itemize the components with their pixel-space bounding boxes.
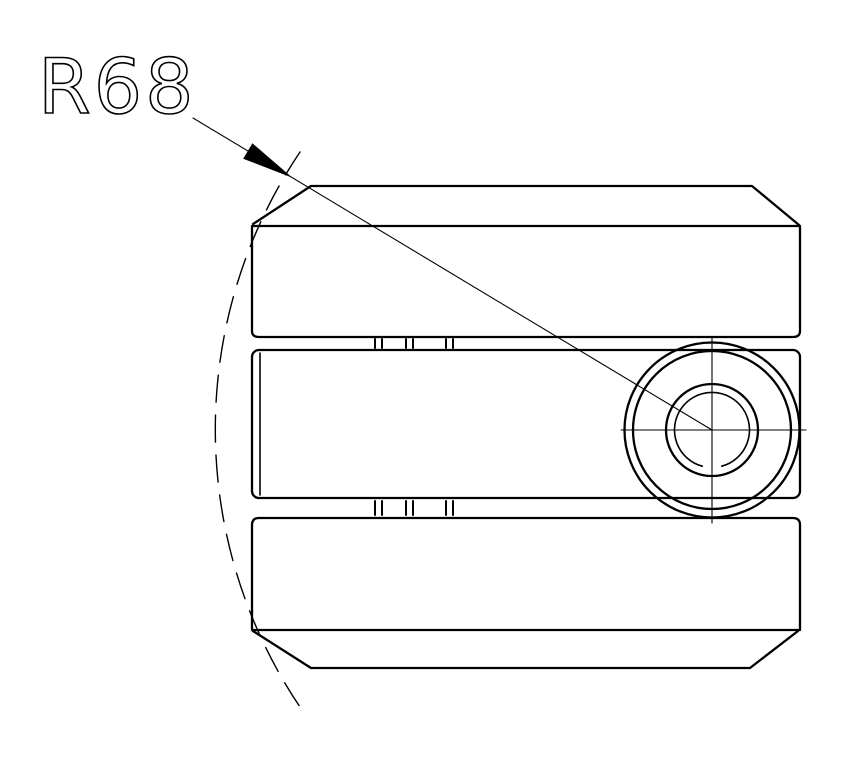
part-bottom-chamfer (251, 629, 800, 670)
part-bottom-band (250, 516, 802, 632)
r68-dashed-arc (214, 151, 301, 708)
thin-lines-group (192, 117, 807, 708)
radius-dimension-label: R68 (38, 42, 197, 131)
bore-circle (664, 382, 760, 478)
part-outline-group (250, 184, 802, 670)
part-top-band (250, 224, 802, 339)
part-top-chamfer (251, 184, 801, 227)
band-gap-ticks-lower (374, 500, 454, 516)
boss-outer-circle (623, 341, 801, 519)
boss-chamfer-circle (631, 349, 793, 511)
dimension-arrowhead (243, 143, 293, 178)
thread-arc (673, 391, 751, 467)
band-gap-ticks-upper (374, 338, 454, 349)
